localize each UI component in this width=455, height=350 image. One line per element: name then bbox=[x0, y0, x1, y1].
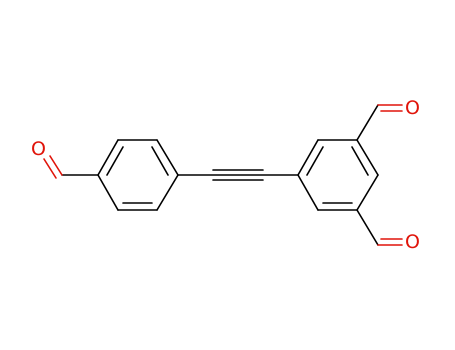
bond bbox=[297, 139, 319, 176]
carbonyl-bond bbox=[49, 155, 63, 176]
bottom-aldehyde-group: O bbox=[356, 209, 420, 253]
oxygen-atom-label: O bbox=[31, 138, 46, 160]
bond bbox=[97, 139, 119, 176]
left-aldehyde-group: O bbox=[31, 138, 99, 179]
double-bond-inner bbox=[106, 146, 124, 176]
oxygen-atom-label: O bbox=[405, 97, 420, 119]
bond bbox=[356, 139, 379, 176]
double-bond-inner bbox=[151, 146, 169, 176]
bond bbox=[156, 174, 179, 211]
double-bond-inner bbox=[306, 146, 324, 176]
bond bbox=[297, 174, 319, 211]
bond bbox=[356, 174, 379, 211]
oxygen-atom-label: O bbox=[405, 231, 420, 253]
bond bbox=[356, 209, 379, 246]
top-aldehyde-group: O bbox=[356, 97, 420, 141]
left-benzene-ring bbox=[97, 139, 179, 211]
right-benzene-ring bbox=[297, 139, 379, 211]
carbonyl-bond bbox=[43, 158, 57, 179]
bond bbox=[156, 139, 179, 176]
bond bbox=[97, 174, 119, 211]
bond bbox=[356, 104, 379, 141]
alkyne-triple-bond bbox=[177, 169, 299, 181]
double-bond-inner bbox=[351, 146, 369, 176]
